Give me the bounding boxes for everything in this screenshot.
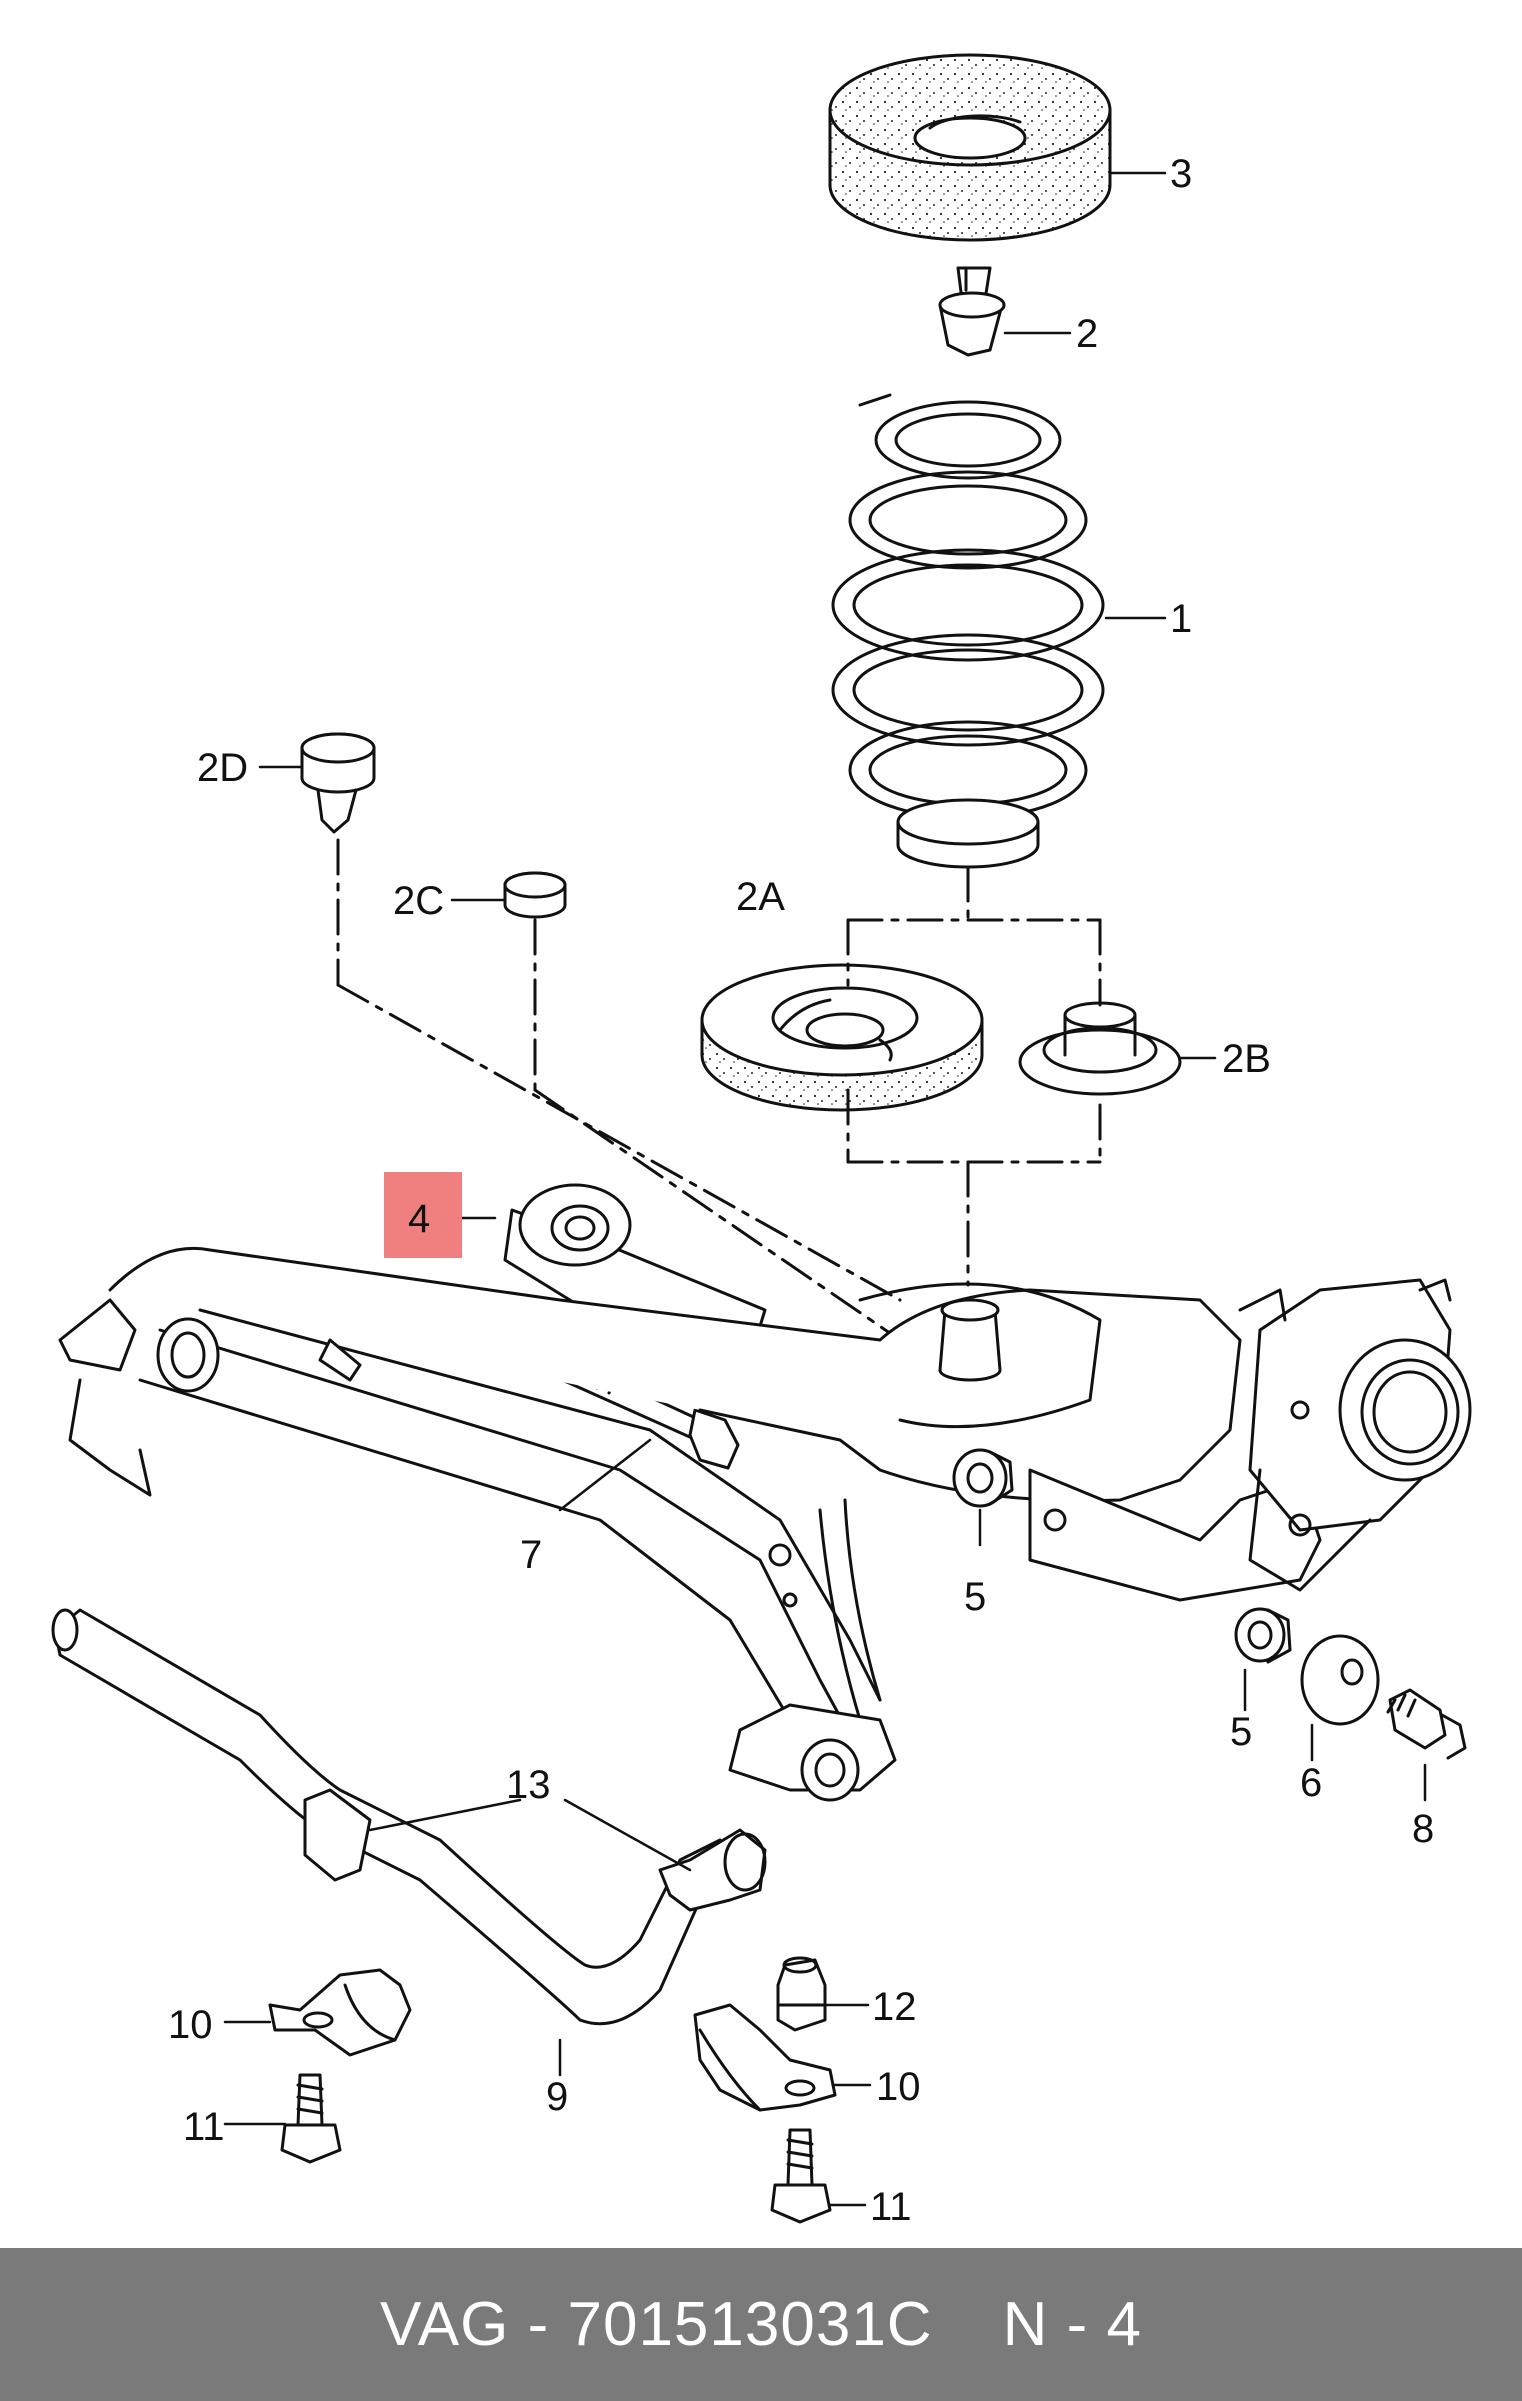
stabilizer-bar-part-9: [51, 1608, 767, 2026]
nut-part-12: [776, 1956, 827, 2032]
label-12: 12: [872, 1985, 917, 2029]
label-8: 8: [1412, 1807, 1434, 1851]
label-3: 3: [1170, 152, 1192, 196]
foam-pad-part-3: [828, 53, 1112, 242]
bolt-part-11-right: [770, 2128, 832, 2224]
page-reference: N - 4: [1002, 2290, 1142, 2359]
label-9: 9: [546, 2075, 568, 2119]
label-2D: 2D: [197, 746, 248, 790]
label-2: 2: [1076, 312, 1098, 356]
axle-beam: [58, 1246, 1322, 1802]
label-10-left: 10: [168, 2003, 213, 2047]
label-10-right: 10: [876, 2065, 921, 2109]
spring-insert-part-2B: [1018, 1001, 1182, 1096]
bushing-part-5-lower: [1234, 1607, 1292, 1664]
washer-part-6: [1300, 1634, 1380, 1726]
assembly-leader-lines: [336, 838, 1102, 1342]
bump-stop-part-2: [938, 266, 1006, 357]
coil-spring-part-1: [831, 393, 1105, 869]
wheel-hub: [1238, 1278, 1472, 1592]
label-2B: 2B: [1222, 1037, 1271, 1081]
label-4: 4: [408, 1197, 430, 1241]
clamp-part-10-left: [268, 1968, 412, 2057]
bolt-part-8: [1386, 1688, 1467, 1760]
bushing-part-5-upper: [952, 1448, 1014, 1508]
label-2C: 2C: [393, 879, 444, 923]
clip-part-2D: [300, 732, 376, 834]
label-11-left: 11: [183, 2105, 225, 2149]
footer-bar: VAG - 701513031C N - 4: [0, 2248, 1522, 2401]
bolt-part-11-left: [280, 2073, 342, 2164]
callout-leaders: [223, 171, 1427, 2207]
label-2A: 2A: [736, 875, 785, 919]
part-number: VAG - 701513031C: [380, 2290, 933, 2359]
label-6: 6: [1300, 1761, 1322, 1805]
label-1: 1: [1170, 597, 1192, 641]
label-5-lower: 5: [1230, 1710, 1252, 1754]
parts-diagram: 3 2 1 2D 2C 2A 2B 4 7 5 5 6 8 13 10 12 9…: [51, 53, 1472, 2229]
label-7: 7: [520, 1533, 542, 1577]
clamp-part-10-right: [693, 2003, 837, 2112]
spring-seat-part-2A: [700, 963, 984, 1112]
callout-labels: 3 2 1 2D 2C 2A 2B 4 7 5 5 6 8 13 10 12 9…: [168, 152, 1434, 2229]
label-5-upper: 5: [964, 1575, 986, 1619]
plug-part-2C: [503, 871, 567, 919]
label-13: 13: [506, 1763, 551, 1807]
highlight-part-4: [384, 1172, 462, 1258]
label-11-right: 11: [870, 2185, 912, 2229]
